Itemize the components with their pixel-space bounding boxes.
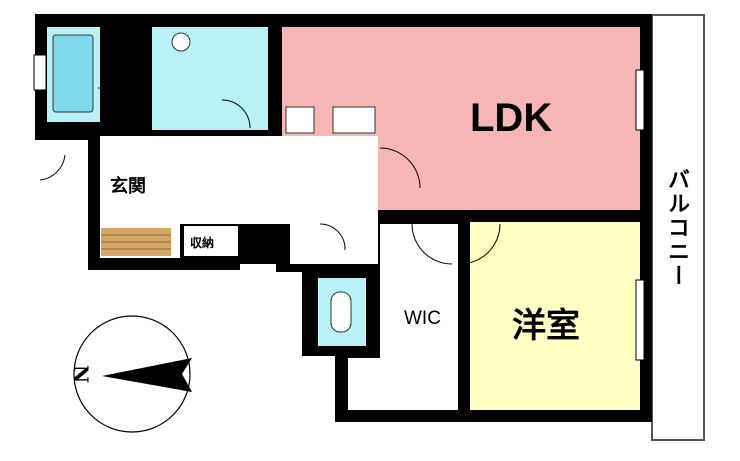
kitchen-stove (285, 106, 315, 134)
balcony-outline (651, 14, 705, 441)
bedroom-room (470, 222, 640, 410)
room-label-storage: 収納 (190, 236, 215, 250)
kitchen-sink (332, 106, 376, 134)
room-label-bedroom: 洋室 (512, 306, 580, 346)
room-label-wic: WIC (404, 308, 441, 329)
room-label-ldk: LDK (470, 96, 553, 140)
bathtub (52, 34, 94, 113)
room-label-entrance: 玄関 (110, 176, 146, 197)
windows (33, 54, 645, 361)
compass-needle (102, 358, 192, 392)
entrance-steps (101, 228, 171, 256)
hallway-lower (290, 224, 378, 264)
door-swings (39, 87, 501, 265)
washbasin (171, 32, 191, 52)
compass-north-label: N (69, 364, 94, 384)
room-label-balcony: バルコニー (664, 168, 689, 288)
washroom (152, 27, 268, 130)
toilet (330, 291, 352, 333)
compass (73, 315, 192, 433)
storage-room (184, 226, 238, 256)
wic-room-lower (348, 358, 398, 410)
